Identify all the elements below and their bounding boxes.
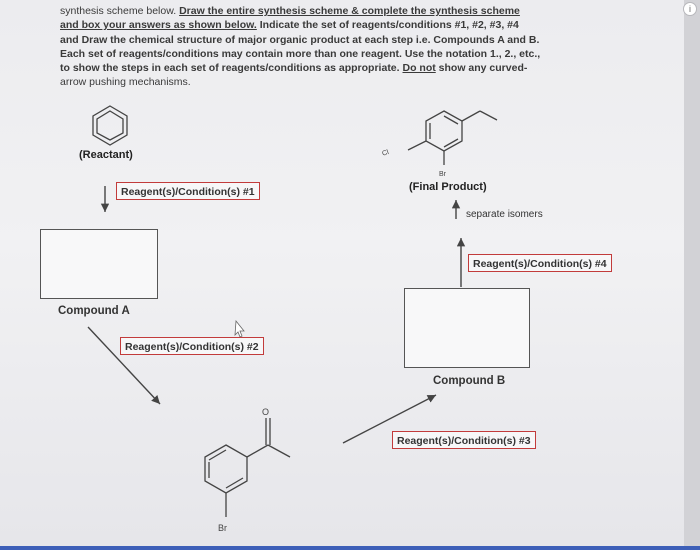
- instructions-line5-start: to show the steps in each set of reagent…: [60, 62, 400, 75]
- mouse-cursor-icon: [234, 319, 245, 338]
- instructions-line1: synthesis scheme below.: [60, 5, 177, 17]
- instructions-text: synthesis scheme below. Draw the entire …: [60, 4, 620, 90]
- instructions-line5-end: show any curved-: [438, 62, 528, 75]
- final-product-label: (Final Product): [409, 181, 487, 193]
- reactant-label: (Reactant): [79, 149, 133, 161]
- final-product-structure: [407, 110, 498, 165]
- arrow-step-2: [87, 326, 161, 405]
- benzene-structure: [92, 105, 128, 146]
- reagent-box-4[interactable]: Reagent(s)/Condition(s) #4: [468, 254, 612, 272]
- reagent-box-2[interactable]: Reagent(s)/Condition(s) #2: [120, 337, 264, 355]
- reagent-box-1[interactable]: Reagent(s)/Condition(s) #1: [116, 182, 260, 200]
- compound-b-answer-box[interactable]: [404, 288, 530, 368]
- separate-isomers-label: separate isomers: [466, 209, 543, 220]
- instructions-line2-rest: Indicate the set of reagents/conditions …: [259, 19, 519, 32]
- compound-a-label: Compound A: [58, 305, 130, 317]
- chlorine-atom: Cl: [381, 149, 390, 158]
- instructions-line1-bold: Draw the entire synthesis scheme & compl…: [179, 5, 520, 17]
- bromine-atom-bottom: Br: [218, 523, 227, 533]
- oxygen-atom: O: [262, 407, 269, 417]
- arrow-step-3: [342, 394, 437, 444]
- bottom-bar: [0, 546, 700, 550]
- scrollbar-track[interactable]: [684, 0, 700, 550]
- instructions-do-not: Do not: [402, 62, 436, 75]
- info-circle-icon[interactable]: i: [683, 2, 697, 16]
- instructions-line2-bold: and box your answers as shown below.: [60, 19, 257, 32]
- compound-a-answer-box[interactable]: [40, 229, 158, 299]
- reagent-box-3[interactable]: Reagent(s)/Condition(s) #3: [392, 431, 536, 449]
- scheme-drawing: Cl Br O Br: [87, 105, 498, 533]
- instructions-line6: arrow pushing mechanisms.: [60, 76, 191, 89]
- instructions-line3: and Draw the chemical structure of major…: [60, 33, 540, 46]
- compound-b-label: Compound B: [433, 375, 506, 387]
- bromine-atom-top: Br: [439, 171, 447, 178]
- bromoacetophenone-structure: [204, 418, 291, 517]
- instructions-line4: Each set of reagents/conditions may cont…: [60, 47, 541, 60]
